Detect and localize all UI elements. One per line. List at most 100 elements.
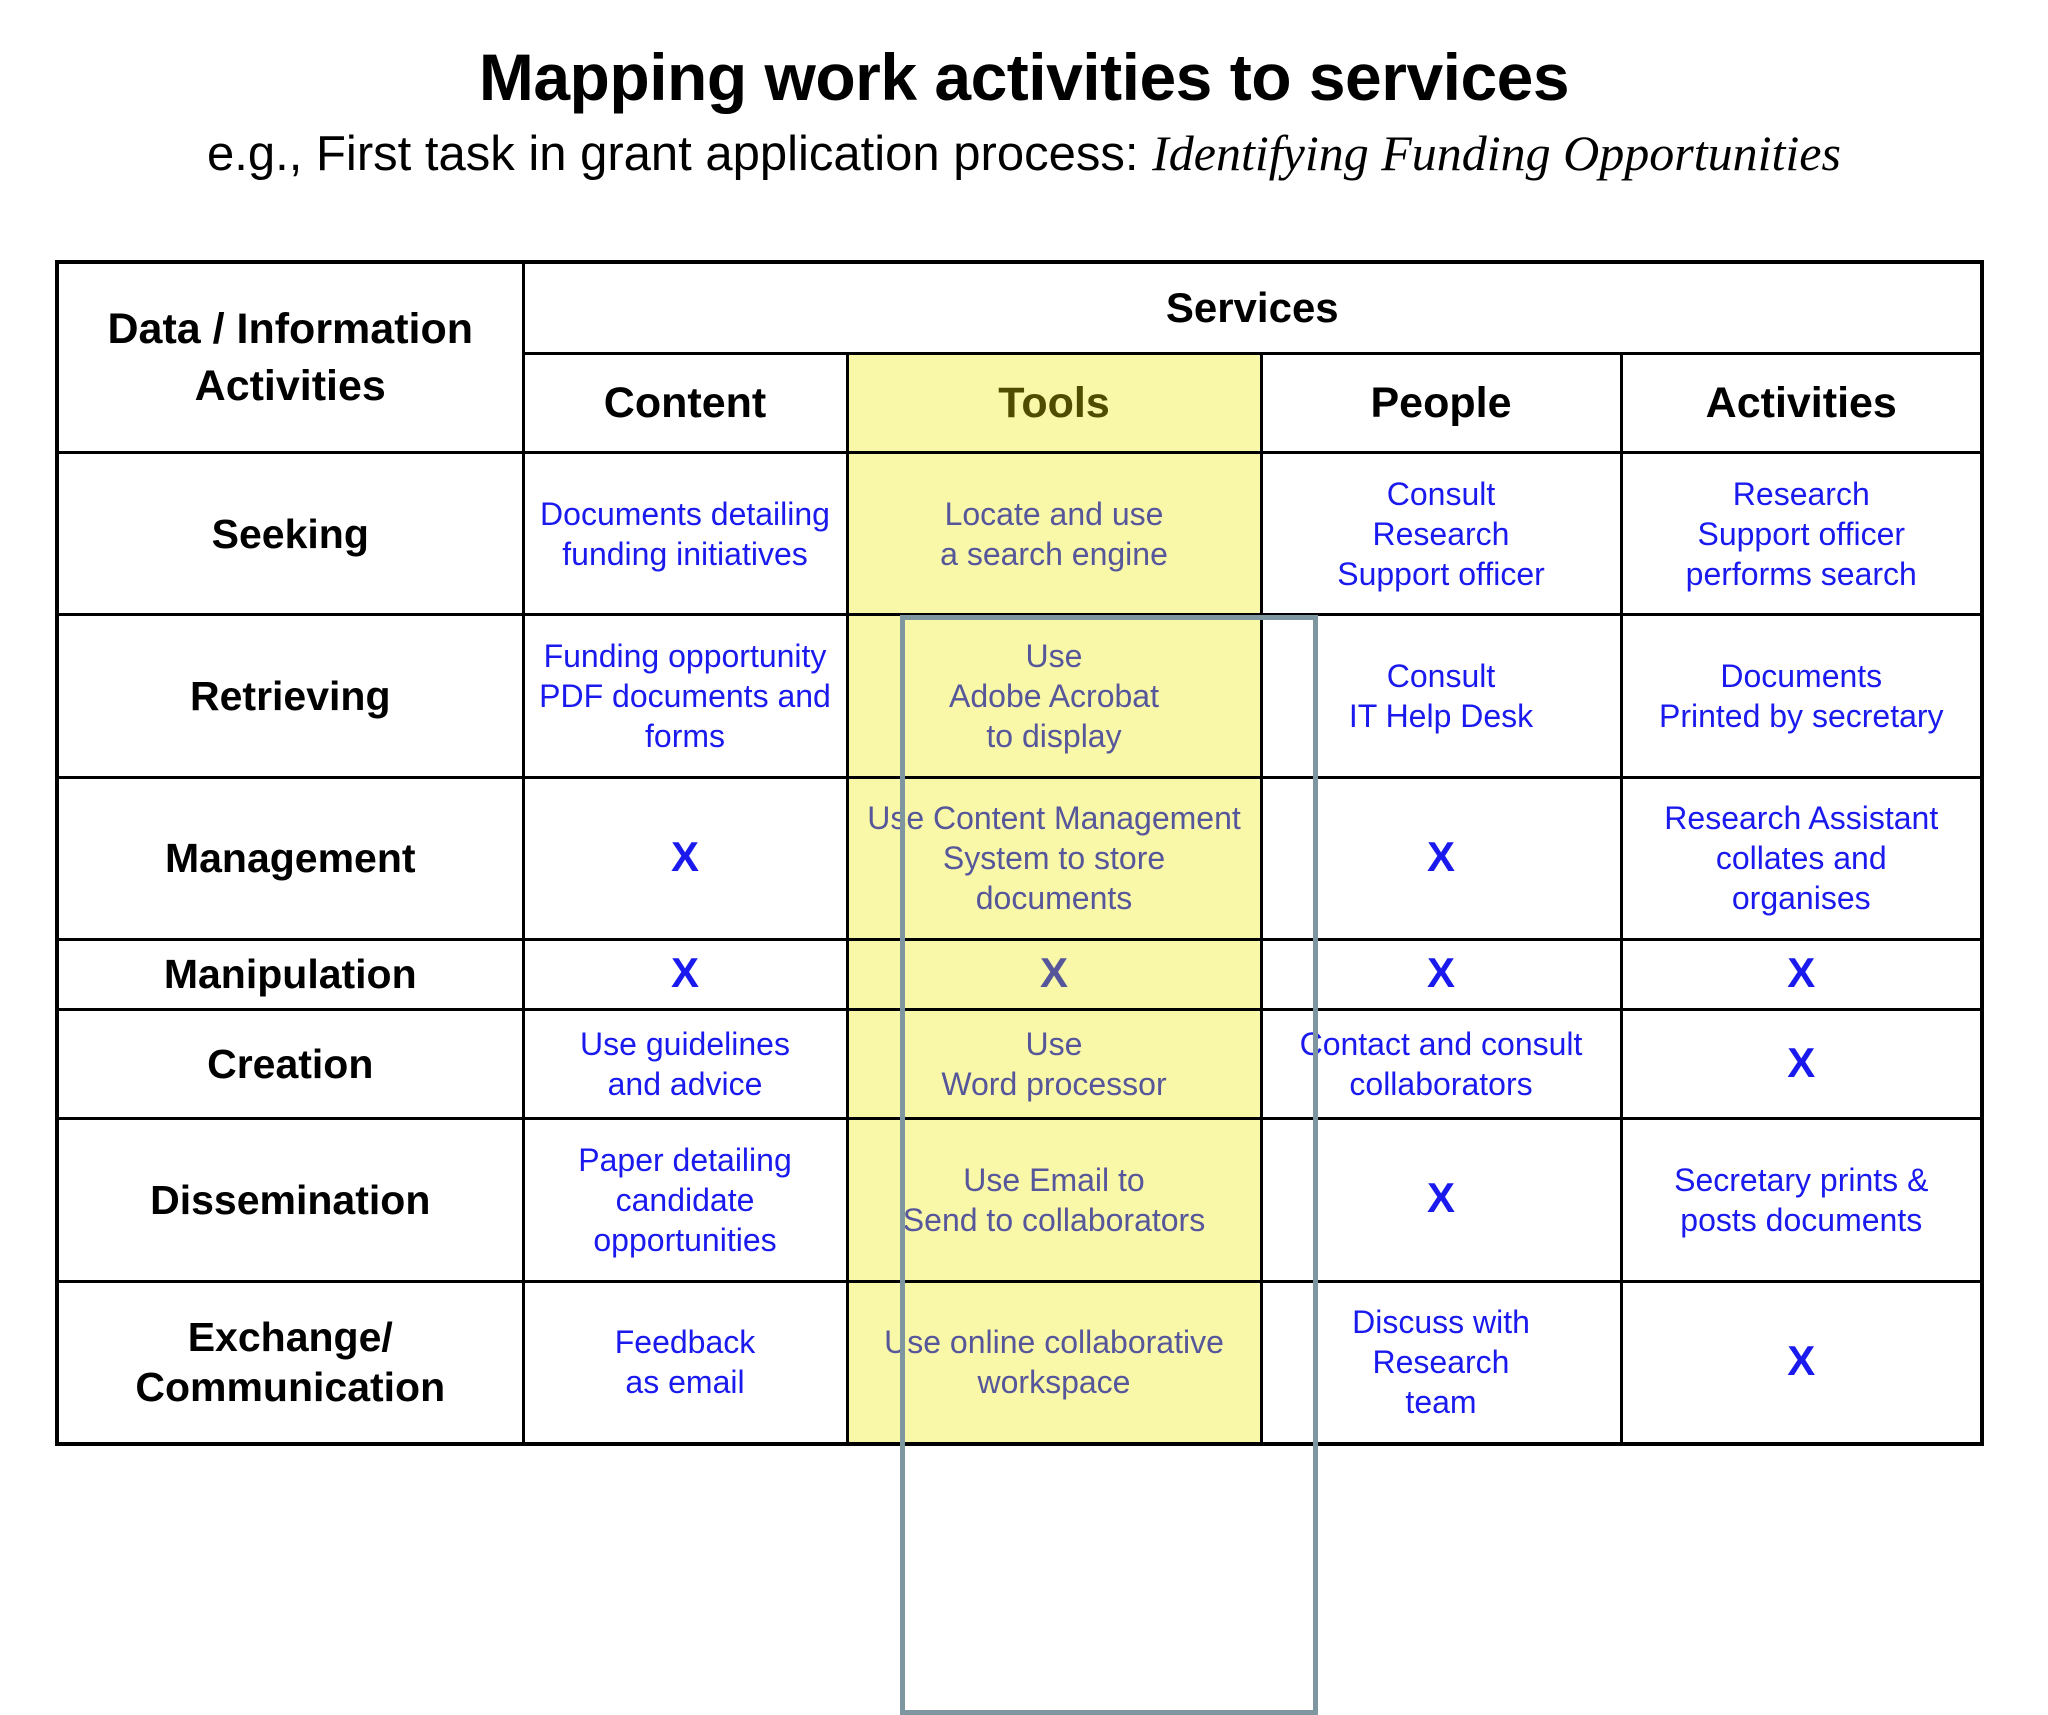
row-label-seeking: Seeking	[55, 450, 525, 617]
row-label-line1: Creation	[207, 1041, 374, 1088]
cell-line: as email	[625, 1364, 745, 1401]
cell-people-5[interactable]: X	[1259, 1117, 1623, 1283]
cell-content-3[interactable]: X	[521, 937, 849, 1011]
cell-line: workspace	[977, 1364, 1131, 1401]
cell-content-2[interactable]: X	[521, 775, 849, 941]
row-label-retrieving: Retrieving	[55, 613, 525, 779]
cell-line: performs search	[1685, 555, 1917, 592]
cell-activities-4[interactable]: X	[1619, 1007, 1984, 1121]
cell-line: organises	[1731, 880, 1871, 917]
cell-line: Printed by secretary	[1658, 697, 1944, 734]
cell-line: IT Help Desk	[1348, 697, 1534, 734]
cell-line: Support officer	[1697, 515, 1906, 552]
cell-line: team	[1405, 1384, 1477, 1421]
cell-line: Use Email to	[963, 1161, 1145, 1198]
column-header-activities[interactable]: Activities	[1619, 352, 1984, 454]
mapping-matrix: Data / Information Activities Services C…	[55, 260, 1985, 1446]
row-label-line1: Seeking	[211, 510, 369, 557]
column-header-tools[interactable]: Tools	[845, 352, 1263, 454]
page-subtitle: e.g., First task in grant application pr…	[0, 124, 2048, 183]
x-mark: X	[670, 832, 699, 880]
cell-line: posts documents	[1680, 1201, 1923, 1238]
column-header-content[interactable]: Content	[521, 352, 849, 454]
cell-line: Feedback	[614, 1324, 756, 1361]
cell-line: Secretary prints &	[1674, 1161, 1929, 1198]
cell-line: Consult	[1386, 657, 1496, 694]
title-block: Mapping work activities to services e.g.…	[0, 38, 2048, 183]
services-group-header: Services	[521, 260, 1984, 355]
cell-line: Locate and use	[944, 495, 1164, 532]
cell-line: a search engine	[940, 535, 1168, 572]
cell-people-2[interactable]: X	[1259, 775, 1623, 941]
cell-line: Send to collaborators	[902, 1201, 1206, 1238]
subtitle-prefix: e.g., First task in grant application pr…	[207, 127, 1139, 181]
cell-line: Documents	[1720, 657, 1883, 694]
cell-line: collates and	[1715, 840, 1887, 877]
cell-line: forms	[645, 717, 725, 754]
cell-line: Use	[1025, 637, 1083, 674]
cell-line: to display	[986, 717, 1122, 754]
cell-line: and advice	[607, 1066, 763, 1103]
cell-activities-3[interactable]: X	[1619, 937, 1984, 1011]
cell-line: Use Content Management	[867, 800, 1241, 837]
corner-header-line1: Data / Information	[107, 304, 474, 353]
x-mark: X	[1787, 948, 1816, 996]
cell-line: Adobe Acrobat	[949, 677, 1159, 714]
cell-line: System to store	[942, 840, 1166, 877]
cell-line: opportunities	[593, 1221, 777, 1258]
cell-line: Use	[1025, 1026, 1083, 1063]
cell-line: funding initiatives	[562, 535, 808, 572]
x-mark: X	[1787, 1336, 1816, 1384]
cell-line: documents	[975, 880, 1133, 917]
matrix-header-row-group: Data / Information Activities Services	[55, 260, 1984, 454]
row-label-line1: Manipulation	[163, 951, 417, 998]
row-label-creation: Creation	[55, 1007, 525, 1121]
cell-line: Consult	[1386, 475, 1496, 512]
cell-people-3[interactable]: X	[1259, 937, 1623, 1011]
x-mark: X	[1426, 1174, 1455, 1222]
subtitle-emphasis: Identifying Funding Opportunities	[1152, 125, 1841, 181]
column-header-people[interactable]: People	[1259, 352, 1623, 454]
row-label-dissemination: Dissemination	[55, 1117, 525, 1283]
cell-line: Use guidelines	[580, 1026, 790, 1063]
cell-line: Discuss with	[1352, 1304, 1530, 1341]
cell-line: collaborators	[1349, 1066, 1533, 1103]
cell-tools-3[interactable]: X	[845, 937, 1263, 1011]
cell-line: Research Assistant	[1664, 800, 1939, 837]
cell-activities-6[interactable]: X	[1619, 1279, 1984, 1446]
cell-activities-5[interactable]: Secretary prints &posts documents	[1619, 1117, 1984, 1283]
